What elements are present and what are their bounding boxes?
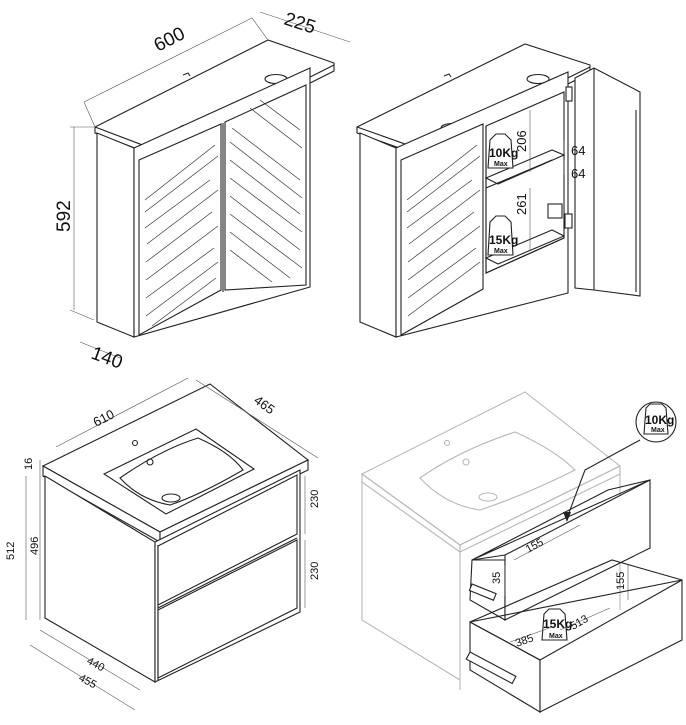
dim-drawer-lower: 230	[309, 562, 321, 580]
mirror-cabinet-closed: 600 225 592 140	[54, 9, 351, 374]
dim-drawer-upper: 230	[309, 490, 321, 508]
hinge-bottom	[547, 203, 563, 219]
dim-shelf-upper: 206	[514, 130, 529, 152]
runner-lower	[465, 651, 517, 685]
dim-gap-bottom: 64	[571, 166, 585, 181]
svg-text:10Kg: 10Kg	[489, 146, 518, 160]
svg-text:Max: Max	[651, 427, 665, 434]
dim-height-body: 496	[29, 537, 41, 555]
dim-lower-drawer-height: 155	[615, 572, 627, 590]
svg-text:Max: Max	[549, 633, 563, 640]
dim-vanity-width: 610	[91, 406, 117, 429]
weight-badge-drawer: 15Kg Max	[541, 608, 572, 641]
dim-vanity-depth: 465	[251, 392, 277, 417]
mirror-hatch-left	[144, 144, 219, 327]
weight-badge-upper: 10Kg Max	[487, 133, 518, 169]
dim-base-depth: 440	[85, 655, 107, 674]
svg-text:10Kg: 10Kg	[645, 413, 674, 427]
hinge-top	[565, 86, 573, 102]
dim-side-depth: 140	[88, 343, 125, 374]
dim-gap-top: 64	[571, 143, 585, 158]
vanity-unit-closed: 610 465 16 512 496 230 230 440 455	[5, 377, 321, 711]
drain-hole	[161, 493, 181, 503]
runner-upper	[468, 583, 497, 601]
dim-base-width: 455	[77, 672, 99, 691]
mirror-hatch-open	[406, 144, 481, 317]
mirror-hatch-right	[229, 99, 303, 283]
tap-hole	[146, 458, 154, 466]
dim-height: 592	[54, 200, 75, 232]
dim-shelf-lower: 261	[514, 193, 529, 215]
weight-badge-circle: 10Kg Max	[563, 401, 677, 522]
dim-depth: 225	[281, 9, 318, 39]
hinge-bottom-plate	[564, 213, 573, 229]
dim-lower-drawer-width: 385	[514, 632, 535, 650]
dim-lower-drawer-depth: 513	[569, 613, 591, 633]
vanity-unit-open: 10Kg Max 15Kg Max 155 35 155 513 385	[360, 391, 683, 713]
weight-badge-lower: 15Kg Max	[487, 215, 518, 256]
dim-top-thickness: 16	[23, 458, 35, 470]
svg-text:Max: Max	[494, 161, 508, 168]
sink-hole-right-open	[526, 73, 550, 85]
dim-height-total: 512	[5, 542, 17, 560]
svg-text:Max: Max	[494, 248, 508, 255]
dim-width: 600	[151, 23, 189, 56]
mirror-cabinet-open: 10Kg Max 15Kg Max 206 261 64 64	[356, 43, 641, 338]
svg-text:15Kg: 15Kg	[489, 233, 518, 247]
dim-upper-drawer-height: 35	[491, 572, 503, 584]
